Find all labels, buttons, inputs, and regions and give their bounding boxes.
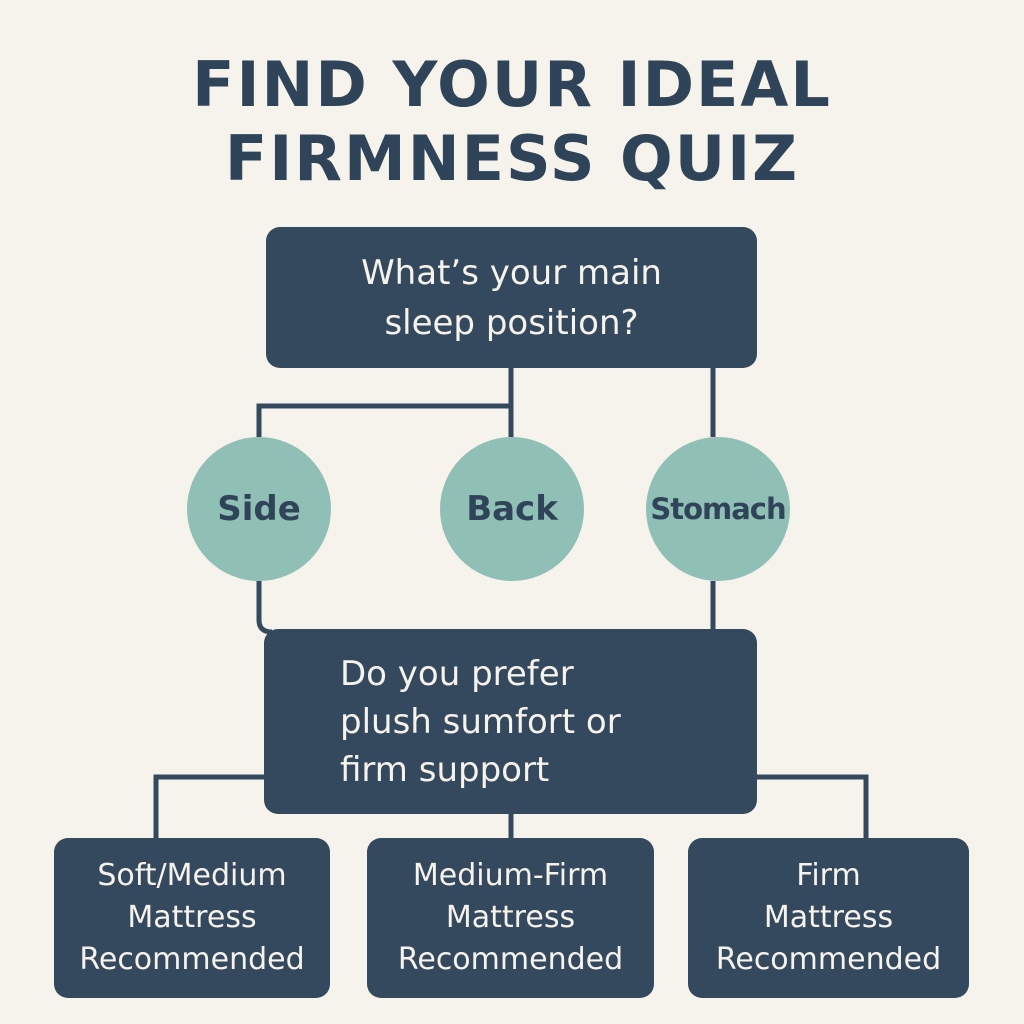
result-medium-firm: Medium-Firm Mattress Recommended: [367, 838, 654, 998]
result2-line-1: Medium-Firm: [412, 858, 609, 893]
option-stomach-label: Stomach: [650, 492, 786, 526]
question1-line-1: What’s your main: [361, 252, 662, 293]
option-back[interactable]: Back: [440, 437, 584, 581]
question-sleep-position: What’s your main sleep position?: [266, 227, 757, 368]
result3-line-1: Firm: [796, 858, 861, 893]
title-line-1: FIND YOUR IDEAL: [192, 48, 832, 121]
result2-line-3: Recommended: [397, 942, 624, 977]
question1-line-2: sleep position?: [384, 302, 639, 343]
option-stomach[interactable]: Stomach: [646, 437, 790, 581]
option-back-label: Back: [466, 489, 558, 529]
result-soft-medium: Soft/Medium Mattress Recommended: [54, 838, 330, 998]
result1-line-3: Recommended: [79, 942, 305, 977]
title-line-2: FIRMNESS QUIZ: [224, 122, 800, 195]
connector-q2-result3: [757, 774, 869, 838]
connector-side-q2: [256, 581, 273, 635]
option-side[interactable]: Side: [187, 437, 331, 581]
question2-line-1: Do you prefer: [340, 653, 574, 694]
result3-line-2: Mattress: [763, 900, 894, 935]
connector-q1-side: [256, 368, 514, 437]
result-firm: Firm Mattress Recommended: [688, 838, 969, 998]
result3-line-3: Recommended: [715, 942, 942, 977]
result2-line-2: Mattress: [445, 900, 576, 935]
question-comfort-preference: Do you prefer plush sumfort or firm supp…: [264, 629, 757, 814]
page-title: FIND YOUR IDEAL FIRMNESS QUIZ: [0, 48, 1024, 196]
option-side-label: Side: [217, 489, 301, 529]
connector-q2-result1: [153, 774, 264, 838]
question2-line-2: plush sumfort or: [340, 701, 621, 742]
result1-line-2: Mattress: [127, 900, 257, 935]
result1-line-1: Soft/Medium: [97, 858, 287, 893]
question2-line-3: firm support: [340, 749, 550, 790]
